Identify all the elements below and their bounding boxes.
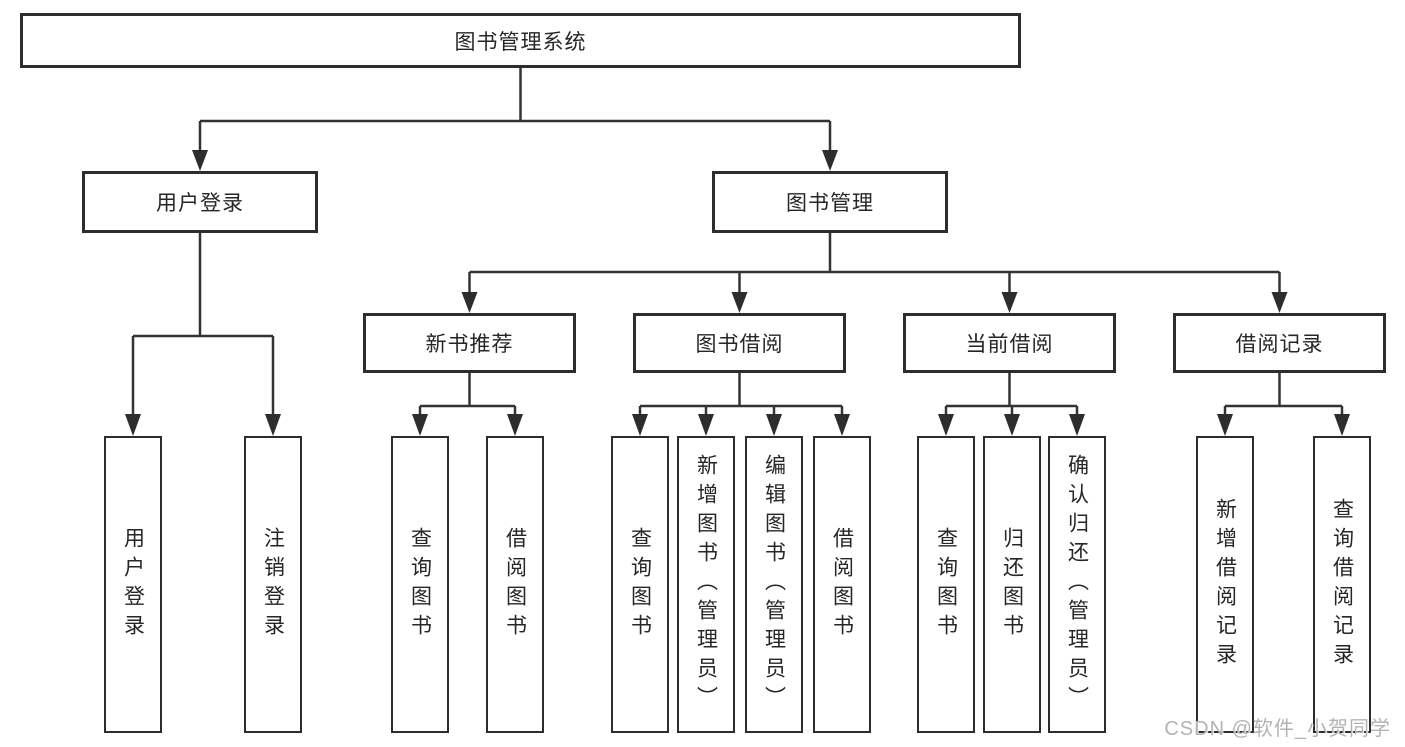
node-book-management: 图书管理 [712,171,948,233]
node-library-management-system: 图书管理系统 [20,13,1021,68]
connector-book-management-to-level3 [461,233,1288,313]
node-label: 图书管理系统 [454,30,587,54]
node-add-borrow-record: 新增借阅记录 [1196,436,1254,733]
connector-book-borrow-to-leaves [632,373,850,436]
arrow-down-icon [1004,414,1020,436]
node-return-book: 归还图书 [983,436,1041,733]
node-label: 新增借阅记录 [1213,497,1237,672]
node-logout: 注销登录 [244,436,302,733]
node-label: 图书管理 [786,192,874,215]
arrow-down-icon [1001,292,1018,313]
node-query-books-borrow: 查询图书 [611,436,669,733]
node-label: 查询图书 [934,526,958,643]
arrow-down-icon [125,414,141,436]
node-query-books-recommend: 查询图书 [391,436,449,733]
node-query-borrow-record: 查询借阅记录 [1313,436,1371,733]
node-label: 借阅记录 [1235,333,1324,356]
node-edit-book-admin: 编辑图书（管理员） [745,436,803,733]
arrow-down-icon [938,414,954,436]
node-label: 查询图书 [628,526,652,643]
arrow-down-icon [1271,292,1288,313]
connector-user-login-to-leaves [125,233,281,436]
arrow-down-icon [731,292,748,313]
node-user-login-action: 用户登录 [104,436,162,733]
arrow-down-icon [192,150,208,171]
node-label: 查询借阅记录 [1330,497,1354,672]
csdn-watermark: CSDN @软件_小贺同学 [1164,718,1391,740]
node-label: 确认归还（管理员） [1065,454,1089,715]
node-label: 编辑图书（管理员） [762,454,786,715]
node-label: 新增图书（管理员） [694,454,718,715]
arrow-down-icon [507,414,523,436]
connector-root-to-level2 [192,66,838,171]
node-label: 新书推荐 [425,333,514,356]
arrow-down-icon [1334,414,1350,436]
arrow-down-icon [265,414,281,436]
node-borrow-records: 借阅记录 [1173,313,1386,373]
node-label: 查询图书 [408,526,432,643]
arrow-down-icon [834,414,850,436]
arrow-down-icon [1217,414,1233,436]
connector-new-book-recommend-to-leaves [412,373,523,436]
node-label: 用户登录 [156,192,244,215]
arrow-down-icon [766,414,782,436]
node-label: 注销登录 [261,526,285,643]
arrow-down-icon [412,414,428,436]
node-new-book-recommend: 新书推荐 [363,313,576,373]
connector-borrow-records-to-leaves [1217,373,1350,436]
node-current-borrow: 当前借阅 [903,313,1116,373]
node-user-login: 用户登录 [82,171,318,233]
arrow-down-icon [632,414,648,436]
node-label: 借阅图书 [503,526,527,643]
node-book-borrow: 图书借阅 [633,313,846,373]
arrow-down-icon [822,150,838,171]
arrow-down-icon [1069,414,1085,436]
node-label: 借阅图书 [830,526,854,643]
node-label: 当前借阅 [965,333,1054,356]
node-confirm-return-admin: 确认归还（管理员） [1048,436,1106,733]
node-label: 用户登录 [121,526,145,643]
node-add-book-admin: 新增图书（管理员） [677,436,735,733]
connector-current-borrow-to-leaves [938,373,1085,436]
node-borrow-books: 借阅图书 [813,436,871,733]
arrow-down-icon [461,292,478,313]
node-label: 图书借阅 [695,333,784,356]
node-borrow-books-recommend: 借阅图书 [486,436,544,733]
node-query-books-current: 查询图书 [917,436,975,733]
arrow-down-icon [698,414,714,436]
node-label: 归还图书 [1000,526,1024,643]
